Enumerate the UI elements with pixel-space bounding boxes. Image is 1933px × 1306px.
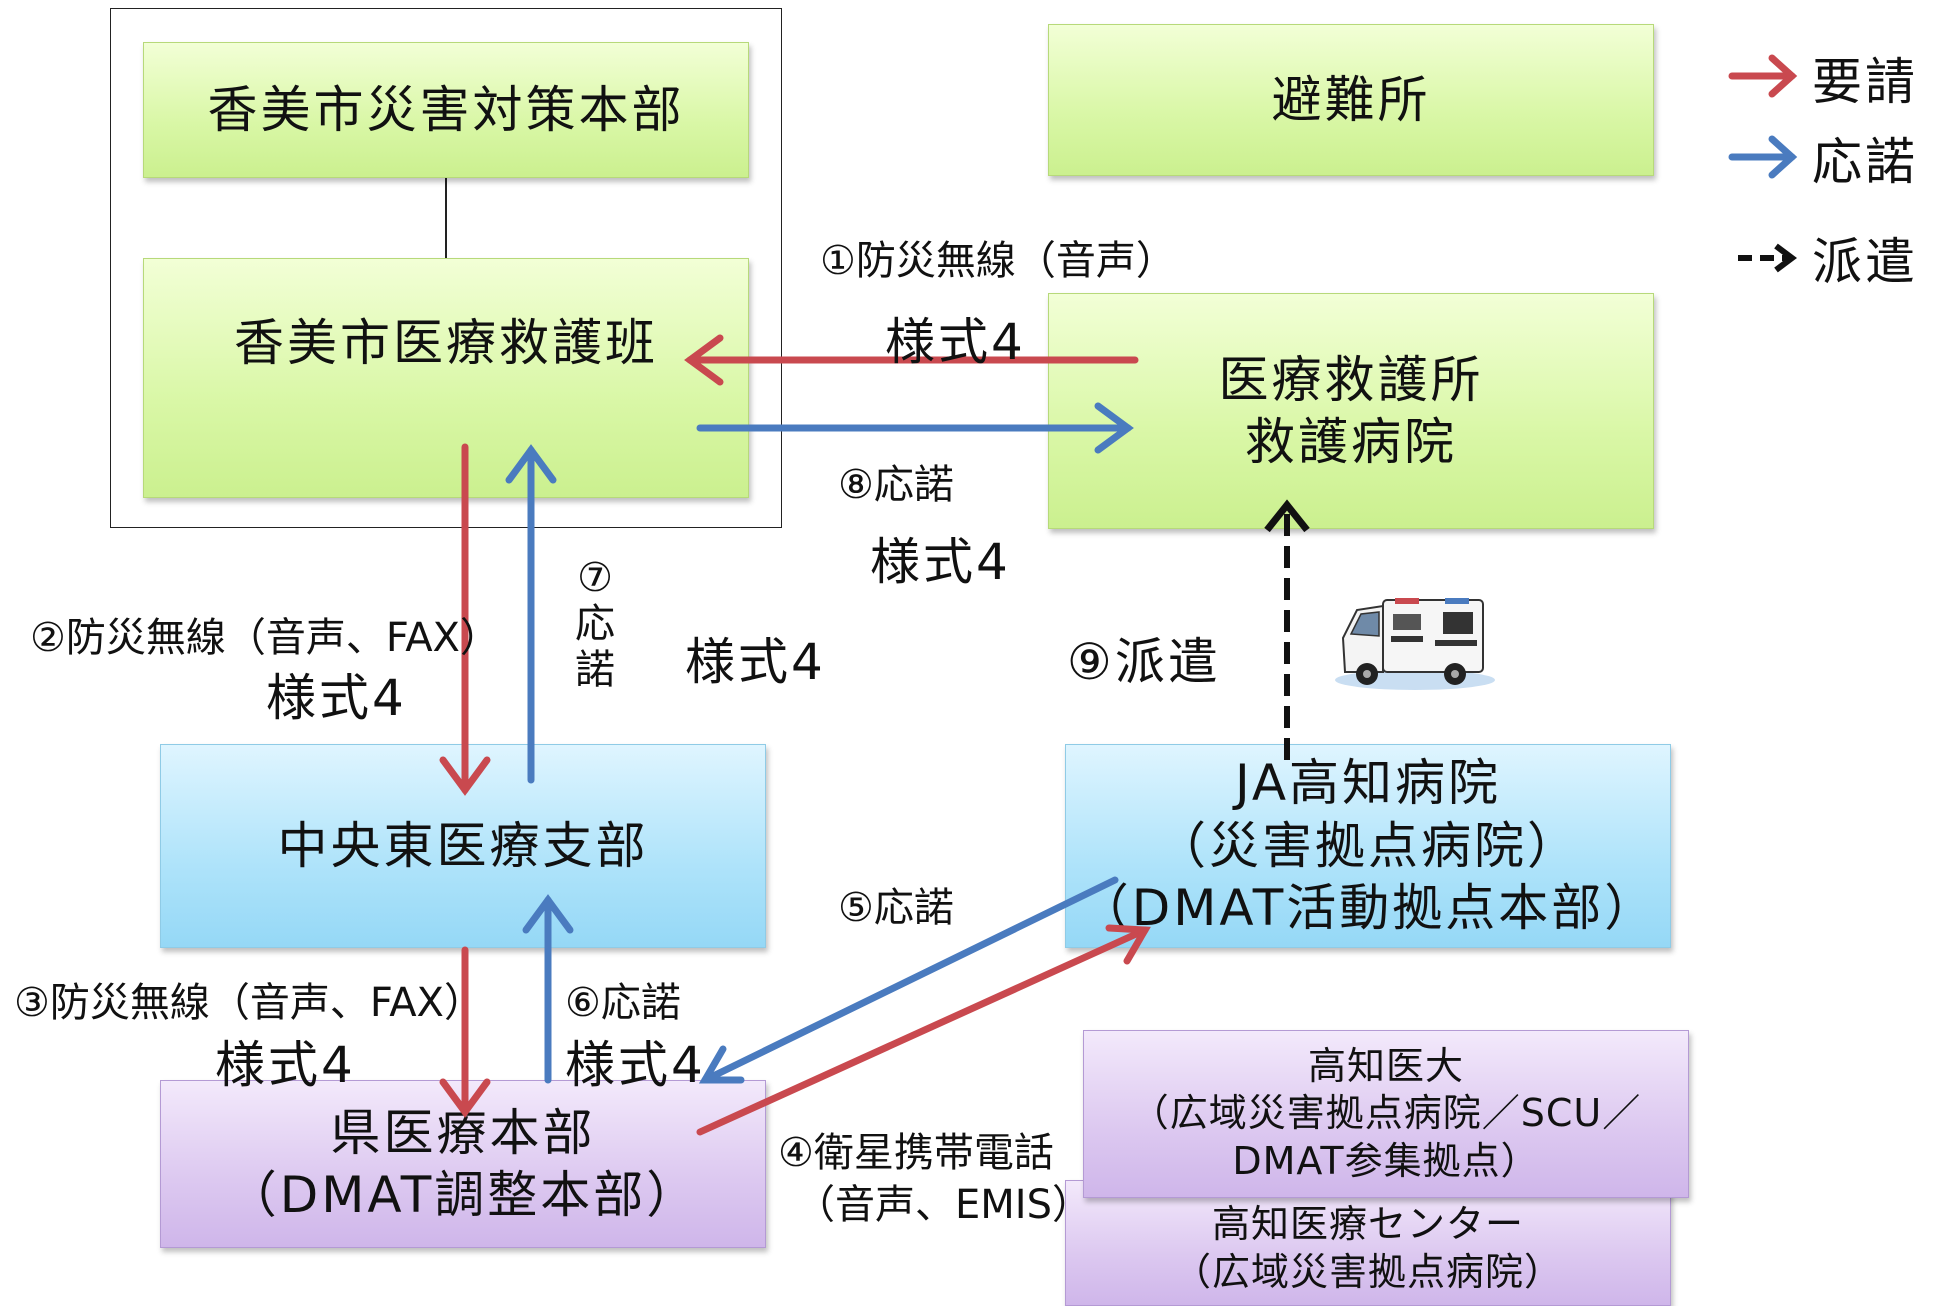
arrow-step8-accept (696, 402, 1134, 454)
aid-station-label-1: 医療救護所 (1218, 350, 1484, 409)
step7-char-b: 諾 (575, 647, 615, 693)
aid-station-label-2: 救護病院 (1245, 413, 1457, 471)
city-medical-team-box: 香美市医療救護班 (143, 258, 749, 498)
step9-label: ⑨派遣 (1067, 633, 1221, 691)
legend-dispatch-label: 派遣 (1812, 233, 1918, 291)
arrow-step7-accept (505, 444, 557, 784)
legend-dispatch-arrow (1738, 243, 1797, 273)
kochi-univ-label-1: 高知医大 (1307, 1043, 1464, 1088)
step5-label: ⑤応諾 (838, 885, 954, 931)
legend-request-label: 要請 (1812, 53, 1918, 111)
step2-label: ②防災無線（音声、FAX） (30, 615, 500, 661)
city-group-frame (110, 8, 782, 528)
step3-form-label: 様式4 (215, 1036, 356, 1094)
ja-kochi-label-2: （災害拠点病院） (1156, 816, 1580, 875)
hq-connector-line (445, 178, 447, 258)
arrow-step3-request (439, 946, 491, 1118)
step3-label: ③防災無線（音声、FAX） (14, 980, 484, 1026)
step8-label: ⑧応諾 (838, 462, 954, 508)
step7-label: ⑦ 応 諾 (575, 555, 615, 693)
step6-label: ⑥応諾 (565, 980, 681, 1026)
kochi-univ-label-2: （広域災害拠点病院／SCU／ (1130, 1091, 1642, 1136)
step4-label-1: ④衛星携帯電話 (778, 1130, 1054, 1176)
city-medical-team-label: 香美市医療救護班 (234, 313, 658, 372)
step7-number: ⑦ (577, 555, 613, 601)
arrow-step5-accept (698, 876, 1119, 1084)
kochi-center-label-1: 高知医療センター (1211, 1202, 1524, 1246)
ja-kochi-label-3: （DMAT活動拠点本部） (1078, 879, 1658, 938)
ja-kochi-hospital-box: JA高知病院 （災害拠点病院） （DMAT活動拠点本部） (1065, 744, 1671, 948)
city-disaster-hq-label: 香美市災害対策本部 (207, 80, 685, 139)
arrow-step2-request (439, 443, 491, 796)
legend-accept-arrow (1728, 135, 1798, 179)
shelter-box: 避難所 (1048, 24, 1654, 176)
arrow-step4-request (696, 924, 1151, 1136)
prefecture-hq-label-1: 県医療本部 (330, 1103, 596, 1162)
kochi-medical-univ-box: 高知医大 （広域災害拠点病院／SCU／ DMAT参集拠点） (1083, 1030, 1689, 1198)
city-disaster-hq-box: 香美市災害対策本部 (143, 42, 749, 178)
kochi-univ-label-3: DMAT参集拠点） (1232, 1138, 1540, 1183)
kochi-center-label-2: （広域災害拠点病院） (1172, 1249, 1563, 1294)
central-east-branch-label: 中央東医療支部 (277, 816, 649, 875)
step4-label-2: （音声、EMIS） (795, 1182, 1092, 1228)
arrow-step6-accept (522, 894, 574, 1084)
step7-form-label: 様式4 (685, 633, 826, 691)
prefecture-hq-label-2: （DMAT調整本部） (226, 1166, 700, 1224)
legend-request-arrow (1728, 54, 1798, 98)
prefecture-medical-hq-box: 県医療本部 （DMAT調整本部） (160, 1080, 766, 1248)
step1-label: ①防災無線（音声） (820, 238, 1176, 284)
step7-char-a: 応 (575, 601, 615, 647)
arrow-step1-request (684, 334, 1139, 386)
step6-form-label: 様式4 (565, 1036, 706, 1094)
ambulance-icon (1335, 598, 1495, 690)
step2-form-label: 様式4 (266, 669, 407, 727)
legend-accept-label: 応諾 (1812, 133, 1918, 191)
aid-station-box: 医療救護所 救護病院 (1048, 293, 1654, 529)
ja-kochi-label-1: JA高知病院 (1234, 754, 1502, 813)
arrow-step9-dispatch (1264, 499, 1310, 760)
step1-form-label: 様式4 (885, 313, 1026, 371)
shelter-label: 避難所 (1271, 70, 1431, 129)
step8-form-label: 様式4 (870, 533, 1011, 591)
kochi-center-box: 高知医療センター （広域災害拠点病院） (1065, 1180, 1671, 1306)
